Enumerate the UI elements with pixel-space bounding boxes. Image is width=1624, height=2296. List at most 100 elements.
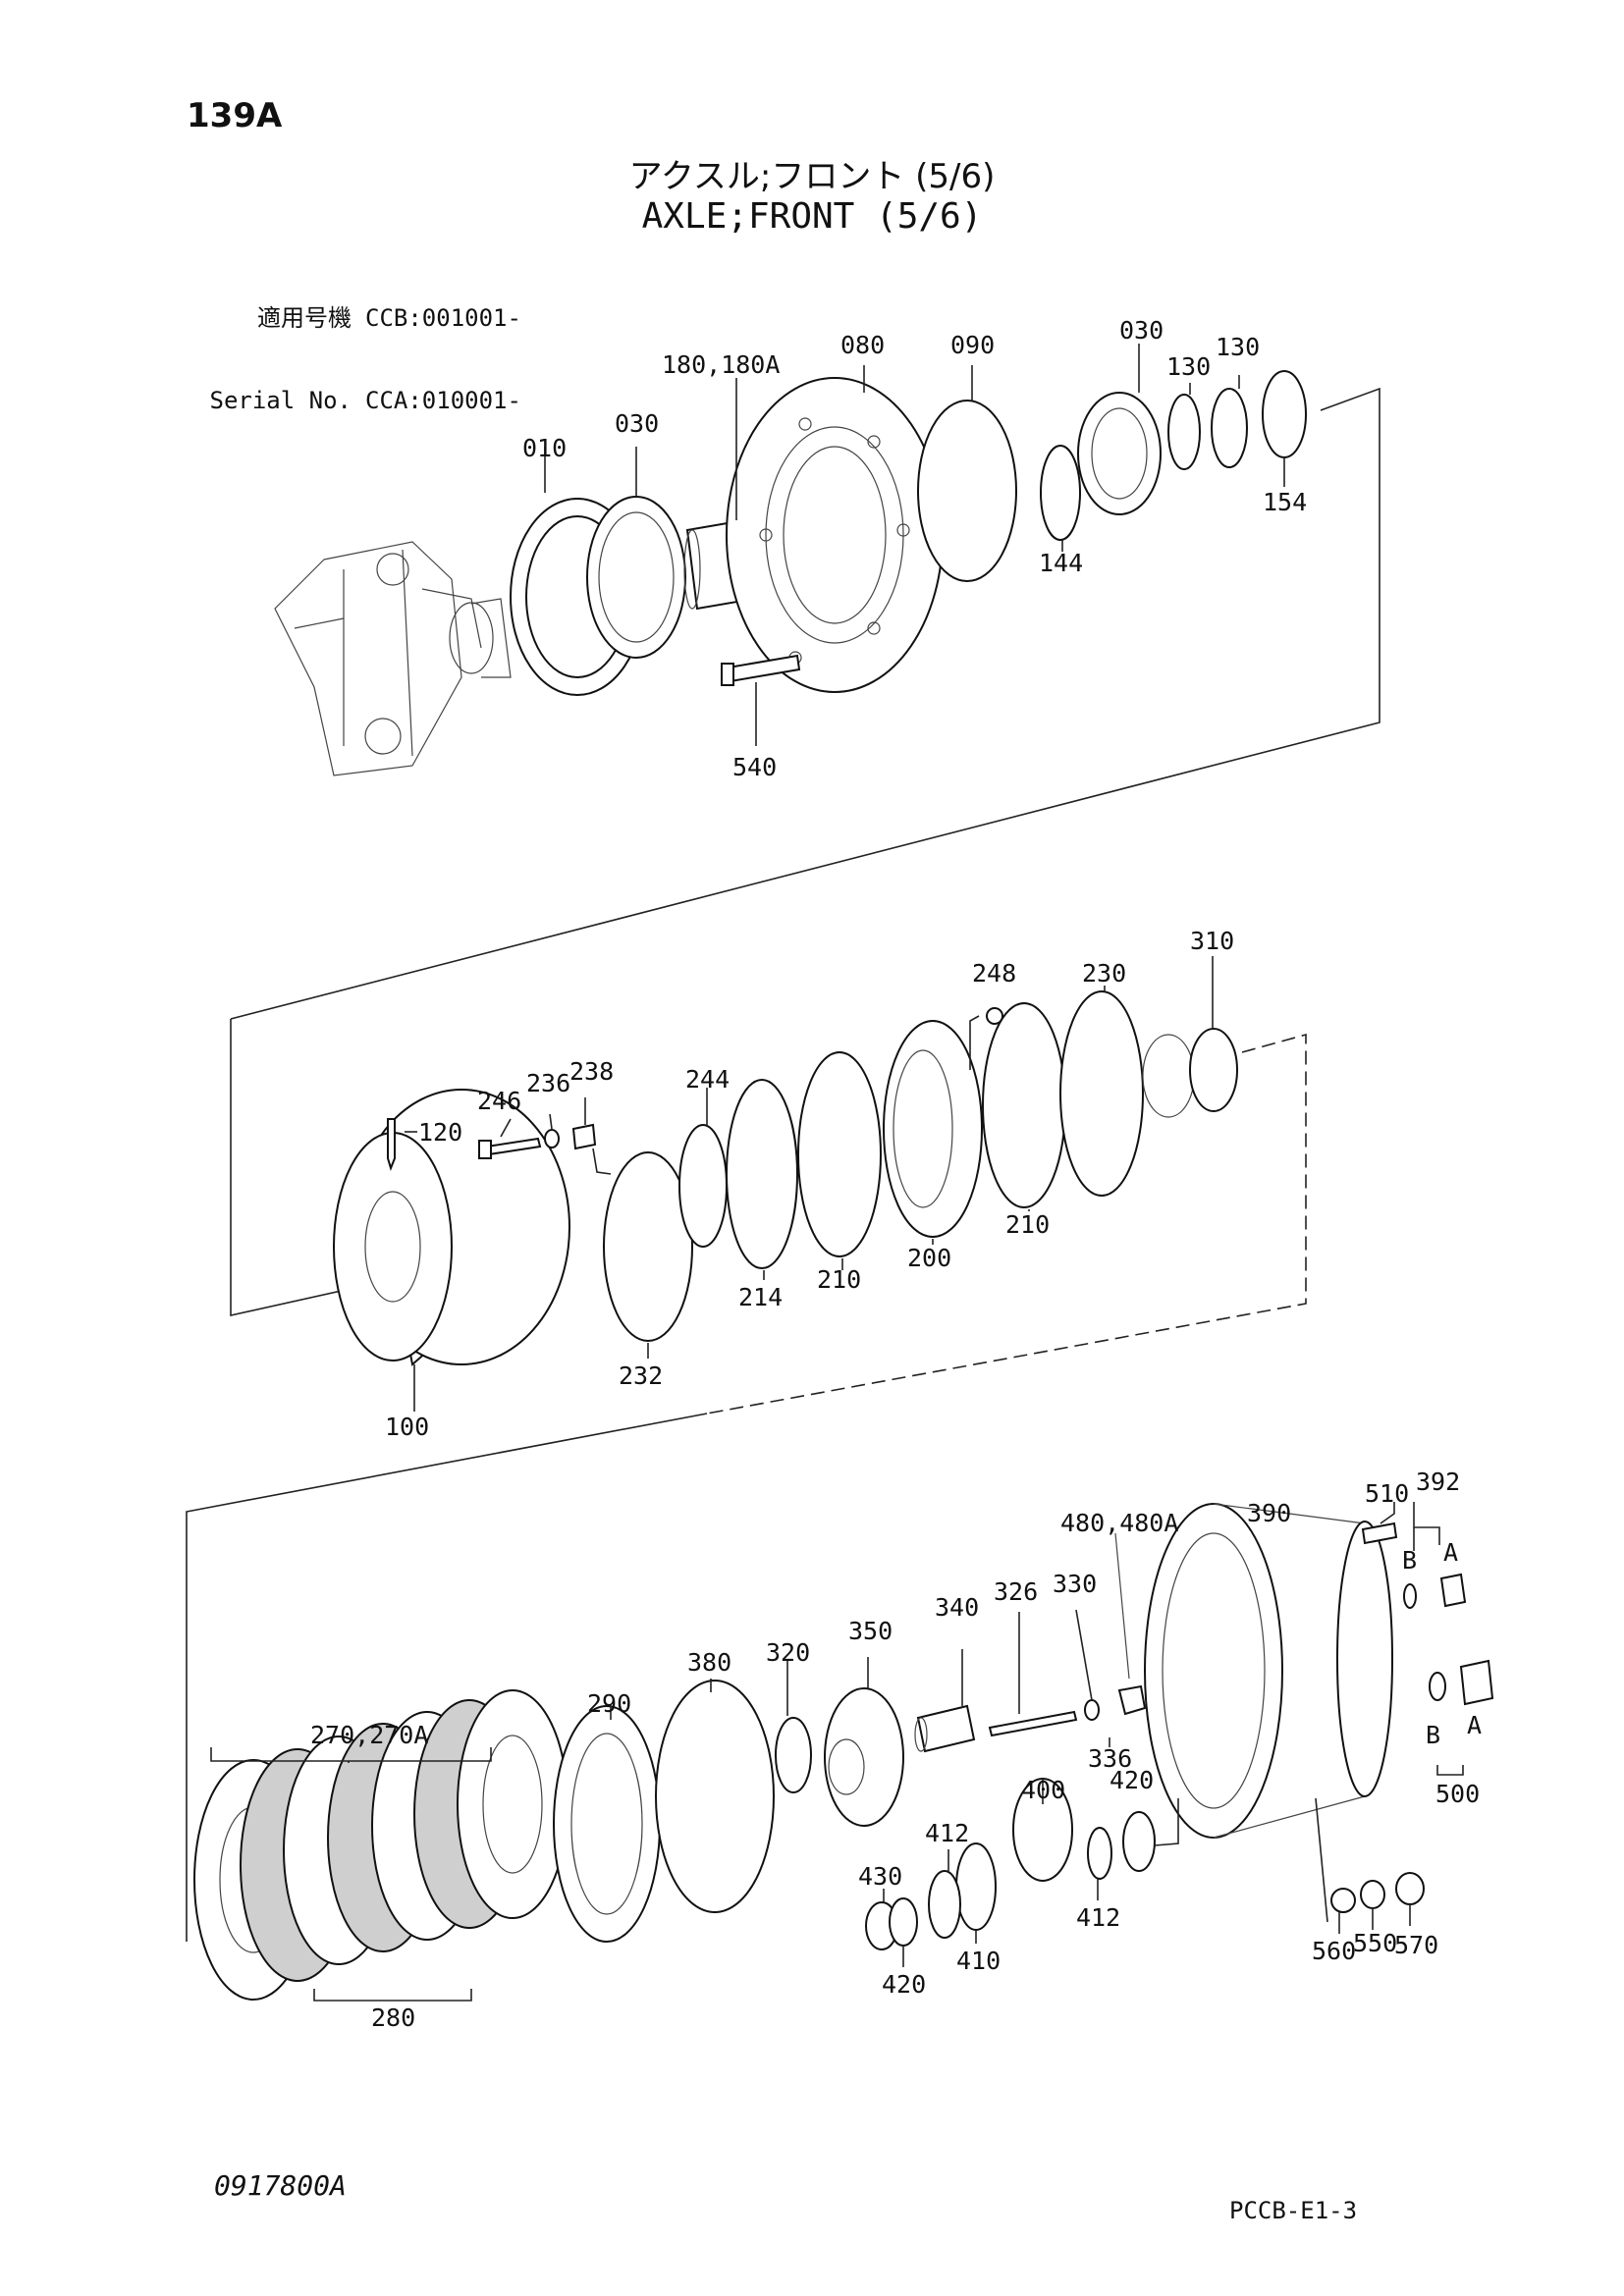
part-310-lock-washer <box>1142 1028 1238 1118</box>
part-390-housing <box>1144 1503 1393 1839</box>
serial-label-en: Serial No. <box>209 387 352 414</box>
part-270-280-plate-stack <box>193 1689 568 2001</box>
part-350-gear <box>824 1687 904 1827</box>
callout-230: 230 <box>1082 959 1126 988</box>
document-number: 0917800A <box>214 2169 347 2202</box>
callout-310: 310 <box>1190 927 1234 955</box>
callout-244: 244 <box>685 1065 730 1094</box>
callout-100: 100 <box>385 1413 429 1441</box>
page-code: PCCB-E1-3 <box>1229 2197 1358 2224</box>
part-420-ring-a <box>1122 1811 1156 1872</box>
part-030-bearing-right <box>1077 392 1162 515</box>
callout-330: 330 <box>1053 1570 1097 1598</box>
callout-410: 410 <box>956 1947 1001 1975</box>
callout-280: 280 <box>371 2003 415 2032</box>
knuckle-housing <box>274 541 512 776</box>
callout-420-lower: 420 <box>882 1970 926 1999</box>
callout-090: 090 <box>950 331 995 359</box>
callout-180-180a: 180,180A <box>662 350 780 379</box>
part-244-snap-ring <box>678 1124 728 1248</box>
callout-a-lower: A <box>1467 1711 1482 1739</box>
callout-550: 550 <box>1353 1929 1397 1957</box>
callout-b-lower: B <box>1426 1721 1440 1749</box>
page-number: 139A <box>187 96 283 135</box>
callout-a-upper: A <box>1443 1538 1458 1567</box>
serial-label-jp: 適用号機 <box>257 304 352 332</box>
part-420-ring-b <box>889 1897 918 1947</box>
part-130-ring-a <box>1167 394 1201 470</box>
callout-270-270a: 270,270A <box>310 1721 428 1749</box>
part-320-retainer <box>775 1717 812 1793</box>
callout-200: 200 <box>907 1244 951 1272</box>
callout-390: 390 <box>1247 1499 1291 1527</box>
callout-210-left: 210 <box>817 1265 861 1294</box>
callout-246: 246 <box>477 1087 521 1115</box>
callout-144: 144 <box>1039 549 1083 577</box>
callout-392: 392 <box>1416 1468 1460 1496</box>
part-540-bolt <box>721 654 801 686</box>
callout-400: 400 <box>1021 1776 1065 1804</box>
part-392-plug <box>1439 1573 1467 1608</box>
callout-500: 500 <box>1435 1780 1480 1808</box>
part-232-shim <box>603 1151 693 1342</box>
part-030-bearing-left <box>586 496 686 659</box>
callout-130-b: 130 <box>1216 333 1260 361</box>
callout-420-upper: 420 <box>1110 1766 1154 1794</box>
part-080-hub <box>726 377 944 693</box>
callout-412-lower: 412 <box>1076 1903 1120 1932</box>
part-336-ring <box>1084 1699 1100 1721</box>
section-2 <box>230 956 1307 1415</box>
section-1 <box>230 344 1380 1020</box>
part-246-bolt <box>478 1137 542 1159</box>
callout-326: 326 <box>994 1577 1038 1606</box>
part-130-ring-b <box>1211 388 1248 468</box>
callout-030-left: 030 <box>615 409 659 438</box>
callout-290: 290 <box>587 1689 631 1718</box>
callout-130-a: 130 <box>1166 352 1211 381</box>
callout-238: 238 <box>569 1057 614 1086</box>
callout-480-480a: 480,480A <box>1060 1509 1178 1537</box>
part-330-plate <box>1117 1684 1147 1716</box>
part-412-ring-b <box>1087 1827 1112 1880</box>
part-100-carrier <box>333 1089 570 1366</box>
callout-232: 232 <box>619 1362 663 1390</box>
part-090-oring <box>917 400 1017 582</box>
callout-labels: 010 030 180,180A 080 090 030 130 130 154… <box>310 316 1482 2032</box>
callout-210-right: 210 <box>1005 1210 1050 1239</box>
part-480-gasket <box>1114 1532 1130 1680</box>
section-3 <box>186 1413 1494 2002</box>
title-english: AXLE;FRONT (5/6) <box>641 196 983 237</box>
part-560-washer <box>1330 1888 1356 1913</box>
part-144-snap-ring <box>1040 445 1081 541</box>
callout-510: 510 <box>1365 1479 1409 1508</box>
part-550-nut <box>1360 1880 1385 1909</box>
part-290-plate <box>553 1705 661 1943</box>
callout-236: 236 <box>526 1069 570 1097</box>
part-500-plug <box>1459 1659 1494 1706</box>
serial-block: 適用号機 CCB:001001- Serial No. CCA:010001- <box>187 249 521 442</box>
callout-030-right: 030 <box>1119 316 1164 345</box>
part-412-ring-a <box>928 1870 961 1939</box>
part-410-bearing <box>955 1842 997 1931</box>
callout-540: 540 <box>732 753 777 781</box>
callout-248: 248 <box>972 959 1016 988</box>
part-248-nut <box>986 1007 1003 1025</box>
callout-b-upper: B <box>1402 1546 1417 1575</box>
title-japanese: アクスル;フロント (5/6) <box>628 157 996 196</box>
part-214-ring <box>726 1079 798 1269</box>
callout-350: 350 <box>848 1617 893 1645</box>
part-570-nut <box>1395 1872 1425 1905</box>
callout-380: 380 <box>687 1648 731 1677</box>
part-238-spring <box>571 1123 597 1150</box>
part-392-gasket <box>1403 1583 1417 1609</box>
part-210-ring-b <box>982 1002 1066 1208</box>
callout-320: 320 <box>766 1638 810 1667</box>
callout-010: 010 <box>522 434 567 462</box>
callout-570: 570 <box>1394 1931 1438 1959</box>
serial-value-cca: CCA:010001- <box>365 387 521 414</box>
part-230-ring <box>1059 990 1144 1197</box>
part-500-gasket <box>1429 1672 1446 1701</box>
serial-value-ccb: CCB:001001- <box>365 304 521 332</box>
part-154-ring <box>1262 370 1307 458</box>
